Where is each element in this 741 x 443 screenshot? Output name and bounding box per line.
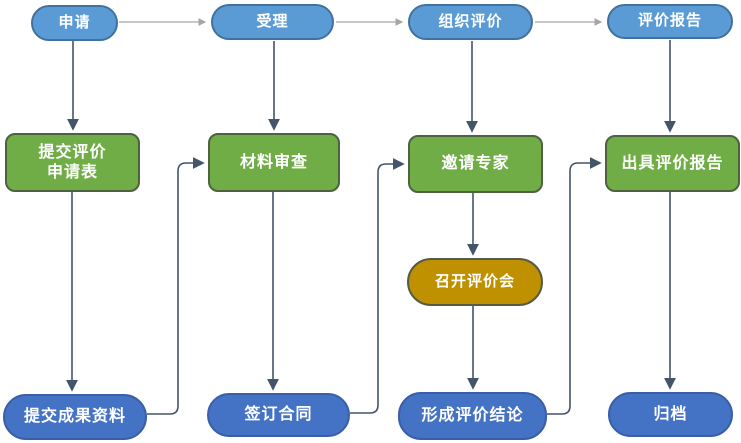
node-evaluation-report-label: 评价报告 (637, 12, 702, 30)
node-submit-materials-label: 提交成果资料 (23, 408, 126, 426)
node-hold-meeting-label: 召开评价会 (434, 272, 515, 290)
node-archive: 归档 (608, 392, 733, 437)
node-evaluation-report: 评价报告 (607, 4, 733, 39)
node-invite-experts: 邀请专家 (408, 135, 543, 193)
node-accept-label: 受理 (256, 12, 289, 30)
edge-conclusion-issuereport (547, 157, 602, 415)
node-archive-label: 归档 (653, 405, 688, 423)
node-apply: 申请 (31, 5, 118, 41)
node-issue-report: 出具评价报告 (605, 135, 740, 192)
node-organize-evaluation: 组织评价 (408, 4, 533, 40)
node-issue-report-label: 出具评价报告 (621, 154, 724, 172)
node-material-review-label: 材料审查 (239, 153, 308, 171)
node-form-conclusion: 形成评价结论 (398, 392, 547, 440)
node-invite-experts-label: 邀请专家 (441, 155, 510, 173)
node-sign-contract: 签订合同 (207, 393, 350, 437)
node-accept: 受理 (211, 4, 334, 40)
node-sign-contract-label: 签订合同 (244, 406, 313, 424)
node-form-conclusion-label: 形成评价结论 (421, 407, 524, 425)
node-material-review: 材料审查 (208, 133, 340, 192)
node-hold-meeting: 召开评价会 (407, 258, 543, 306)
node-submit-application-form: 提交评价 申请表 (5, 133, 140, 192)
node-submit-application-form-label: 提交评价 申请表 (38, 143, 107, 181)
node-apply-label: 申请 (58, 13, 91, 31)
edge-signcontract-inviteexperts (350, 158, 405, 414)
node-submit-materials: 提交成果资料 (3, 394, 147, 440)
node-organize-evaluation-label: 组织评价 (438, 12, 503, 30)
edge-submitmaterials-materialreview (147, 157, 205, 415)
